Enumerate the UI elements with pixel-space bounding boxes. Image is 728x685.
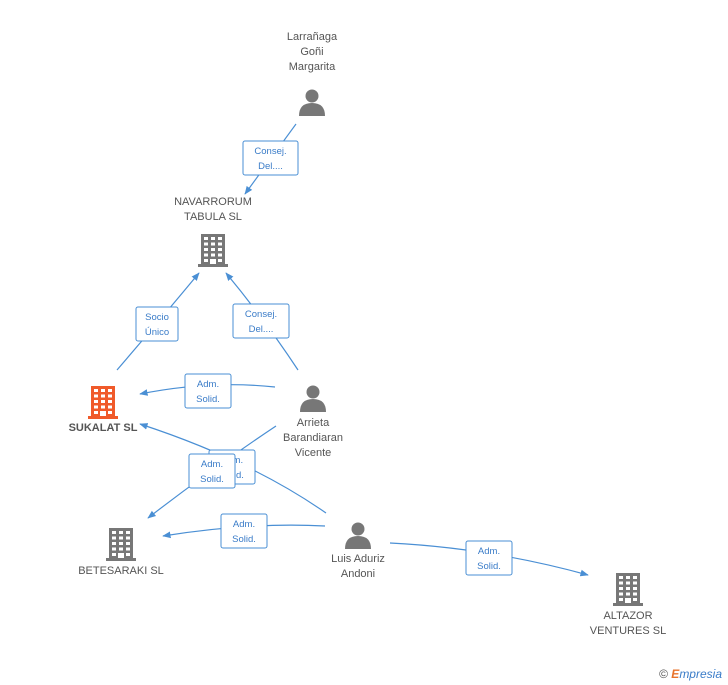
node-label: NAVARRORUM bbox=[174, 196, 252, 208]
node-altazor[interactable]: ALTAZOR VENTURES SL bbox=[590, 573, 666, 637]
node-label: Luis Aduriz bbox=[331, 553, 385, 565]
node-navarrorum[interactable]: NAVARRORUM TABULA SL bbox=[174, 196, 252, 267]
person-icon bbox=[345, 522, 371, 549]
edge-label-box bbox=[135, 306, 179, 342]
edge-label-e7[interactable]: Adm. Solid. bbox=[220, 513, 268, 549]
node-label: ALTAZOR bbox=[603, 610, 652, 622]
node-label: Goñi bbox=[300, 46, 323, 58]
edge-label-text: Consej. bbox=[254, 146, 286, 157]
node-label: SUKALAT SL bbox=[69, 422, 138, 434]
node-label: BETESARAKI SL bbox=[78, 565, 164, 577]
edge-label-text: Solid. bbox=[232, 534, 256, 545]
edge-label-e8[interactable]: Adm. Solid. bbox=[465, 540, 513, 576]
node-label: Arrieta bbox=[297, 417, 330, 429]
person-icon bbox=[300, 385, 326, 412]
edge-label-box bbox=[188, 453, 236, 489]
building-icon bbox=[613, 573, 643, 606]
edge-label-text: Adm. bbox=[233, 519, 255, 530]
node-label: Vicente bbox=[295, 447, 332, 459]
building-icon bbox=[198, 234, 228, 267]
building-icon bbox=[88, 386, 118, 419]
edge-label-text: Único bbox=[145, 327, 169, 338]
node-label: Barandiaran bbox=[283, 432, 343, 444]
edge-label-e1[interactable]: Consej. Del.... bbox=[242, 140, 299, 176]
edge-label-text: Del.... bbox=[258, 161, 283, 172]
brand-name: mpresia bbox=[679, 667, 722, 681]
node-betesaraki[interactable]: BETESARAKI SL bbox=[78, 528, 164, 577]
node-label: Margarita bbox=[289, 61, 336, 73]
node-label: VENTURES SL bbox=[590, 625, 666, 637]
edge-label-e6[interactable]: Adm. Solid. bbox=[188, 453, 236, 489]
edge-label-box bbox=[465, 540, 513, 576]
edge-label-text: Solid. bbox=[200, 474, 224, 485]
edge-label-e3[interactable]: Consej. Del.... bbox=[232, 303, 290, 339]
brand-first-letter: E bbox=[671, 667, 680, 681]
edge-label-text: Adm. bbox=[197, 379, 219, 390]
edge-label-box bbox=[220, 513, 268, 549]
node-label: Larrañaga bbox=[287, 31, 338, 43]
node-sukalat[interactable]: SUKALAT SL bbox=[69, 386, 138, 434]
building-icon bbox=[106, 528, 136, 561]
edge-label-text: Adm. bbox=[201, 459, 223, 470]
edge-label-text: Socio bbox=[145, 312, 169, 323]
edge-label-text: Consej. bbox=[245, 309, 277, 320]
node-label: TABULA SL bbox=[184, 211, 242, 223]
edge-label-box bbox=[232, 303, 290, 339]
brand-watermark: © Empresia bbox=[659, 667, 722, 681]
edge-label-e4[interactable]: Adm. Solid. bbox=[184, 373, 232, 409]
person-icon bbox=[299, 89, 325, 116]
edge-label-box bbox=[184, 373, 232, 409]
copyright-symbol: © bbox=[659, 667, 668, 681]
edge-label-text: Adm. bbox=[478, 546, 500, 557]
edge-label-text: Solid. bbox=[477, 561, 501, 572]
edge-label-text: Solid. bbox=[196, 394, 220, 405]
edge-label-text: Del.... bbox=[249, 324, 274, 335]
edges-layer bbox=[116, 123, 589, 577]
edge-label-box bbox=[242, 140, 299, 176]
node-label: Andoni bbox=[341, 568, 375, 580]
